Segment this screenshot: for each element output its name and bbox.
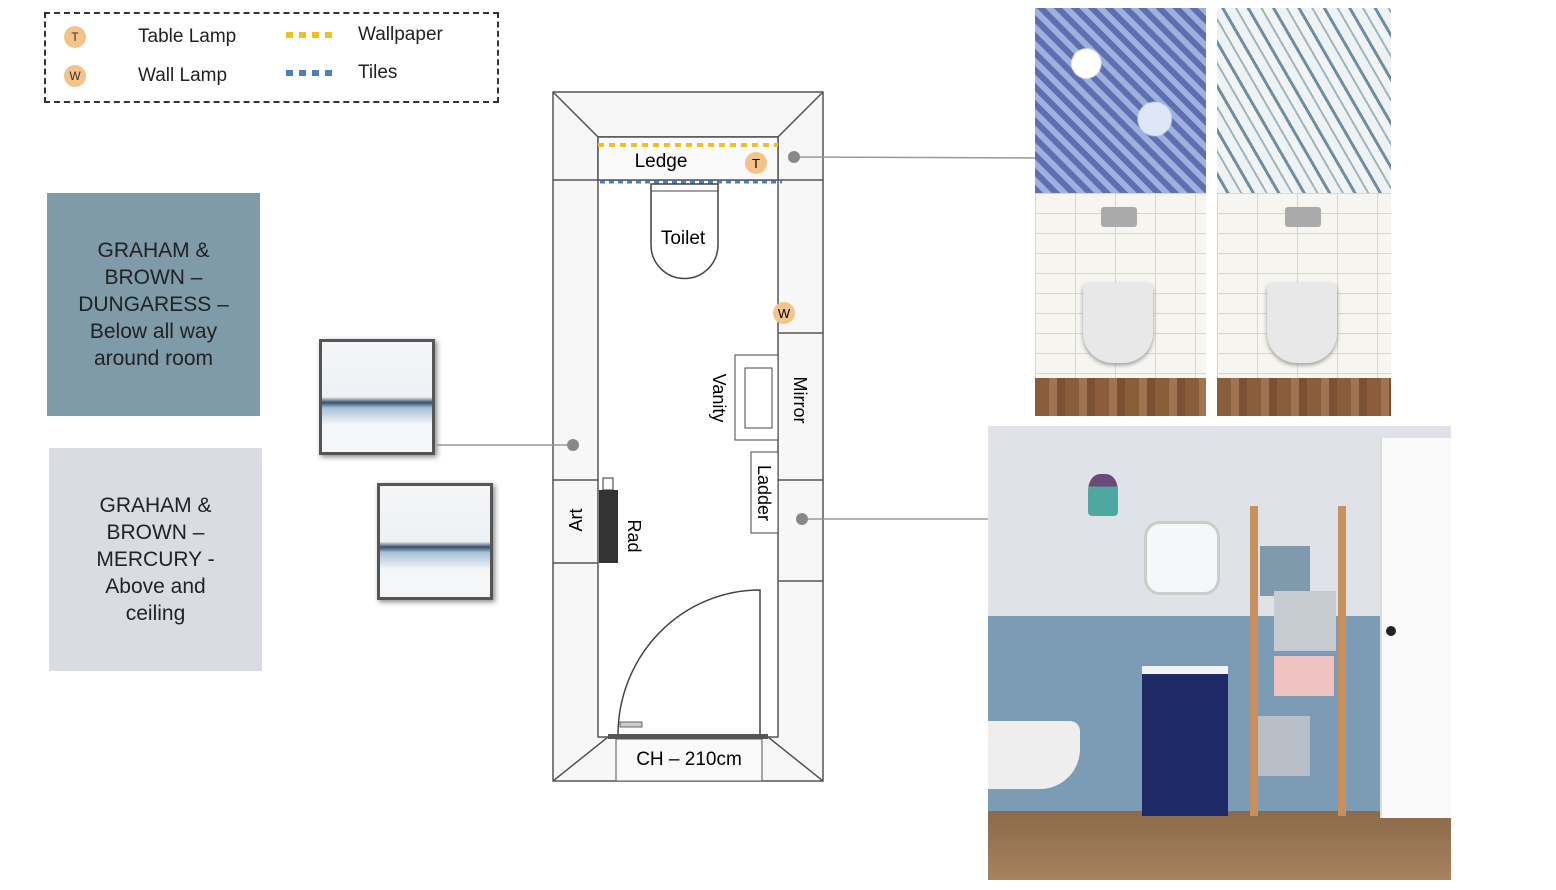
ceiling-height-label: CH – 210cm <box>636 749 742 770</box>
toilet <box>650 183 719 280</box>
legend-tiles: Tiles <box>286 62 397 84</box>
room-render <box>988 426 1451 880</box>
callout-dot-elevation <box>788 151 800 163</box>
legend-wall-lamp: W Wall Lamp <box>64 65 227 87</box>
elevation-photo-2 <box>1217 8 1391 416</box>
wall-lamp-badge: W <box>64 65 86 87</box>
table-lamp-marker-label: T <box>752 156 760 171</box>
swatch-label: GRAHAM & BROWN – DUNGARESS – Below all w… <box>78 239 229 370</box>
legend-table-lamp: T Table Lamp <box>64 26 236 48</box>
legend-label: Table Lamp <box>138 26 237 47</box>
wall-lamp-marker <box>773 302 795 324</box>
legend-label: Wall Lamp <box>138 65 228 86</box>
legend-label: Wallpaper <box>358 24 443 45</box>
art-print-1 <box>319 339 435 455</box>
rad-label: Rad <box>624 519 644 552</box>
legend: T Table Lamp W Wall Lamp Wallpaper Tiles <box>44 12 499 103</box>
art-print-2 <box>377 483 493 600</box>
ladder-label: Ladder <box>754 465 774 521</box>
callout-dot-art <box>567 439 579 451</box>
art-label: Art <box>566 508 586 531</box>
elevation-photo-1 <box>1035 8 1206 416</box>
mirror-label: Mirror <box>790 377 810 424</box>
swatch-dungaress: GRAHAM & BROWN – DUNGARESS – Below all w… <box>47 193 260 416</box>
callout-dot-room <box>796 513 808 525</box>
tiles-line-icon <box>286 70 334 76</box>
swatch-label: GRAHAM & BROWN – MERCURY - Above and cei… <box>96 494 215 625</box>
vanity-label: Vanity <box>709 374 729 423</box>
ladder <box>750 451 779 534</box>
legend-label: Tiles <box>358 62 398 83</box>
swatch-mercury: GRAHAM & BROWN – MERCURY - Above and cei… <box>49 448 262 671</box>
legend-wallpaper: Wallpaper <box>286 24 443 46</box>
wall-lamp-marker-label: W <box>778 306 791 321</box>
radiator <box>599 490 618 563</box>
table-lamp-marker <box>745 152 767 174</box>
ledge-label: Ledge <box>635 151 688 172</box>
wallpaper-line-icon <box>286 32 334 38</box>
toilet-label: Toilet <box>661 228 706 249</box>
door-swing <box>617 589 761 736</box>
table-lamp-badge: T <box>64 26 86 48</box>
door-threshold <box>608 734 768 739</box>
ceiling-height-box <box>615 738 763 782</box>
